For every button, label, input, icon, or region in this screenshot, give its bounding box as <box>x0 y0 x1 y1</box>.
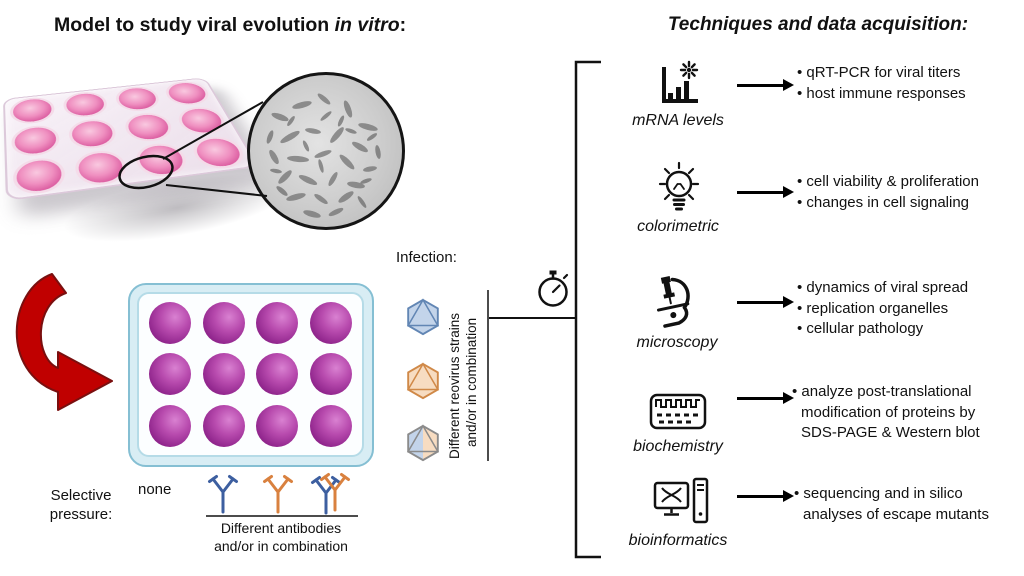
plate-well <box>256 405 299 448</box>
bullet-line: • changes in cell signaling <box>797 193 970 211</box>
plate-well <box>310 353 353 396</box>
qpcr-chart-icon <box>662 60 699 103</box>
technique-label-bioinformatics: bioinformatics <box>628 532 728 549</box>
stopwatch-icon <box>538 270 569 307</box>
plate-well <box>310 405 353 448</box>
antibody-combination-icon <box>311 473 350 515</box>
antibody-caption-line2: and/or in combination <box>214 538 348 554</box>
right-panel-title: Techniques and data acquisition: <box>667 14 969 35</box>
reovirus-blue-icon <box>406 298 440 336</box>
antibody-caption-line1: Different antibodies <box>220 520 342 536</box>
reovirus-orange-icon <box>406 362 440 400</box>
left-title-suffix: : <box>399 14 407 36</box>
antibody-blue-icon <box>208 475 238 514</box>
technique-bullets-microscopy: • dynamics of viral spread • replication… <box>797 278 968 340</box>
technique-bullets-biochemistry: • analyze post-translational modificatio… <box>792 382 980 444</box>
red-curved-arrow-icon <box>15 273 113 411</box>
plate-well <box>61 90 111 120</box>
bullet-line: modification of proteins by <box>801 403 976 421</box>
bullet-line: • dynamics of viral spread <box>797 279 969 296</box>
selective-pressure-line1: Selective <box>50 487 112 504</box>
bullet-line: • host immune responses <box>797 84 966 102</box>
antibody-caption: Different antibodies and/or in combinati… <box>192 519 370 555</box>
western-blot-icon <box>649 393 707 430</box>
arrow-right-icon <box>737 79 794 90</box>
plate-well <box>173 105 231 137</box>
technique-label-colorimetric: colorimetric <box>637 218 719 235</box>
cell-micrograph-circle <box>247 72 405 230</box>
plate-well <box>202 405 245 448</box>
arrow-right-icon <box>737 392 794 403</box>
virus-caption-line2: and/or in combination <box>464 318 479 447</box>
left-panel-title: Model to study viral evolution in vitro: <box>54 14 406 37</box>
plate-well <box>12 155 68 197</box>
technique-label-mrna-levels: mRNA levels <box>632 112 724 129</box>
antibody-orange-icon <box>263 475 293 514</box>
plate-well <box>66 117 120 151</box>
lightbulb-icon <box>658 161 700 211</box>
technique-bullets-mrna-levels: • qRT-PCR for viral titers • host immune… <box>797 63 966 104</box>
reovirus-mixed-icon <box>406 424 440 462</box>
selective-pressure-label: Selective pressure: <box>38 486 124 524</box>
plate-well <box>310 301 353 344</box>
bullet-line: • replication organelles <box>797 299 949 317</box>
bullet-line: • cellular pathology <box>797 320 924 337</box>
arrow-right-icon <box>737 296 794 307</box>
plate-well <box>187 134 251 172</box>
bullet-line: • qRT-PCR for viral titers <box>797 64 961 81</box>
bullet-line: • analyze post-translational <box>792 383 972 400</box>
plate-well <box>256 301 299 344</box>
bullet-line: • sequencing and in silico <box>794 485 963 502</box>
left-title-main: Model to study viral evolution <box>54 14 335 36</box>
plate-well <box>112 85 164 114</box>
well-plate-inner <box>137 292 364 457</box>
bullet-line: SDS-PAGE & Western blot <box>801 424 980 441</box>
selective-pressure-line2: pressure: <box>49 506 113 523</box>
bullet-line: • cell viability & proliferation <box>797 173 979 190</box>
plate-well <box>202 353 245 396</box>
plate-well <box>202 301 245 344</box>
plate-well <box>72 148 131 188</box>
virus-caption-line1: Different reovirus strains <box>447 313 462 459</box>
plate-well <box>11 123 62 159</box>
technique-bullets-bioinformatics: • sequencing and in silico analyses of e… <box>794 484 989 525</box>
plate-well <box>131 140 192 180</box>
none-label: none <box>138 481 172 498</box>
plate-well <box>9 95 57 126</box>
left-title-italic: in vitro <box>334 14 400 36</box>
plate-well <box>148 353 191 396</box>
microscope-icon <box>656 275 690 328</box>
plate-well <box>148 301 191 344</box>
well-plate-schematic <box>128 283 374 467</box>
arrow-right-icon <box>737 186 794 197</box>
plate-well <box>256 353 299 396</box>
techniques-bracket <box>574 60 601 559</box>
infection-label: Infection: <box>396 249 457 266</box>
technique-label-microscopy: microscopy <box>636 334 718 351</box>
bullet-line: analyses of escape mutants <box>803 505 989 523</box>
plate-well <box>148 405 191 448</box>
technique-label-biochemistry: biochemistry <box>633 438 723 455</box>
plate-well <box>121 111 177 144</box>
plate-well <box>161 79 214 108</box>
computer-dna-icon <box>653 477 709 524</box>
arrow-right-icon <box>737 490 794 501</box>
cell-texture <box>266 93 381 218</box>
technique-bullets-colorimetric: • cell viability & proliferation • chang… <box>797 172 979 213</box>
